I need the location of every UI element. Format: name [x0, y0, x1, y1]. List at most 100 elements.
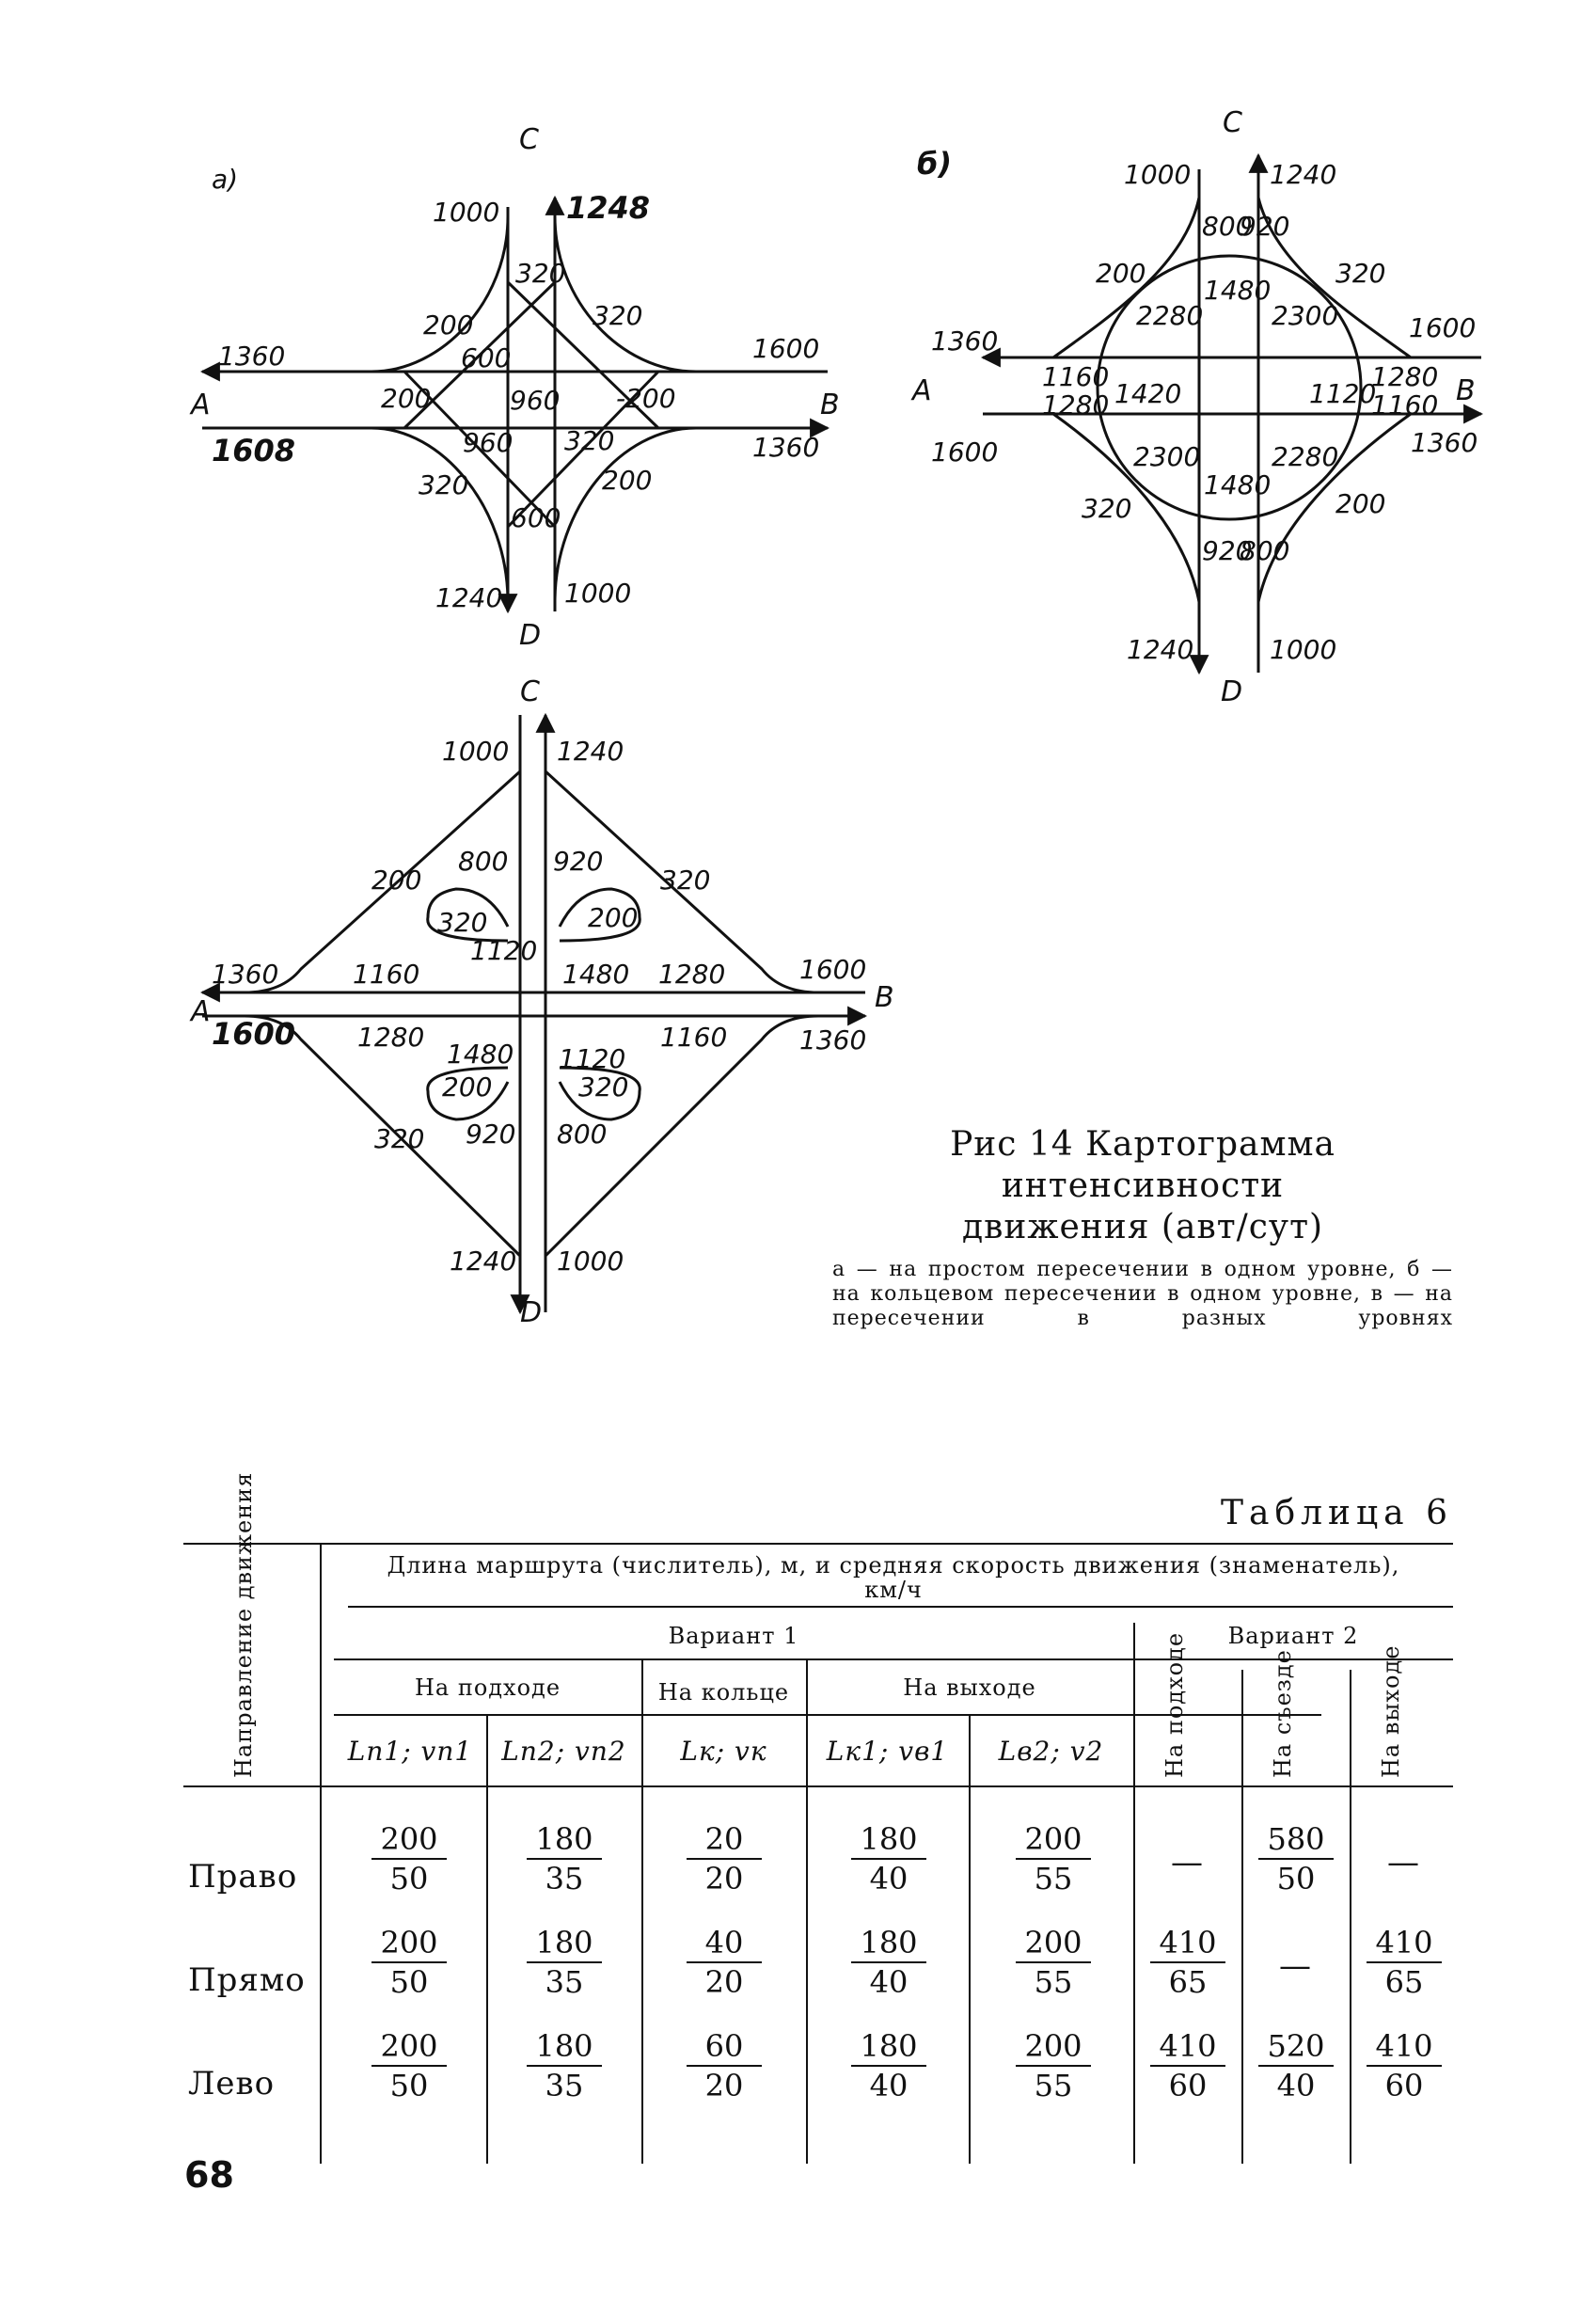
curve-a-sw: [371, 426, 510, 603]
curve-a-ne: [553, 215, 697, 373]
table-col-rule-3: [806, 1658, 808, 2164]
flow-b-920: 920: [1240, 211, 1289, 242]
row-label-straight: Прямо: [188, 1961, 306, 1999]
col-lv2: Lв2; v2: [998, 1736, 1104, 1767]
approach-header: На подходе: [414, 1674, 561, 1701]
flow-c-200: 200: [371, 865, 421, 896]
flow-b-1120: 1120: [1309, 378, 1376, 409]
curve-b-sw: [1052, 412, 1201, 603]
main-header-line-1: Длина маршрута (числитель), м, и средняя…: [387, 1552, 1400, 1579]
flow-a-960b: 960: [463, 427, 513, 458]
flow-b-200: 200: [1096, 258, 1146, 289]
diag-a-4: [506, 370, 660, 529]
flow-c-1160: 1160: [353, 959, 419, 990]
flow-b-1480b: 1480: [1204, 469, 1271, 500]
flow-a-w-in: 1608: [212, 433, 295, 468]
flow-c-1160r: 1160: [660, 1022, 727, 1053]
flow-a-320d: 320: [419, 469, 468, 500]
flow-c-200l: 200: [442, 1071, 492, 1103]
table-col-rule-2: [641, 1658, 643, 2164]
ramp-c-ne: [544, 770, 819, 994]
figure-caption: Рис 14 Картограмма интенсивности движени…: [832, 1124, 1453, 1356]
flow-b-1420: 1420: [1114, 378, 1181, 409]
ramp-c-nw: [244, 770, 522, 994]
page-number: 68: [184, 2154, 234, 2196]
ring-header: На кольце: [657, 1679, 790, 1706]
flow-b-2280: 2280: [1136, 300, 1203, 331]
curve-a-nw: [371, 215, 510, 373]
flow-c-800s: 800: [557, 1119, 607, 1150]
curve-b-nw: [1052, 197, 1201, 359]
flow-b-e-in: 1600: [1409, 312, 1476, 343]
node-c-west: A: [189, 995, 211, 1028]
flow-c-1280: 1280: [658, 959, 725, 990]
flow-c-320s: 320: [374, 1123, 424, 1154]
diagram-b-roads: [980, 152, 1484, 675]
cell-right-v2-approach: —: [1171, 1844, 1203, 1881]
caption-title-1: Рис 14 Картограмма интенсивности: [950, 1125, 1335, 1205]
diagram-c-roads: [199, 712, 868, 1315]
flow-a-w-out: 1360: [218, 341, 285, 372]
table-rule-main-header: [348, 1606, 1453, 1608]
flow-c-920s: 920: [466, 1119, 515, 1150]
table-title: Таблица 6: [1221, 1494, 1453, 1532]
col-v2-approach: На подходе: [1161, 1631, 1188, 1778]
caption-note: а — на простом пересечении в одном уровн…: [832, 1258, 1453, 1330]
ramp-c-sw: [244, 1014, 522, 1258]
node-b-north: C: [1223, 106, 1242, 139]
flow-c-s-in: 1000: [557, 1246, 624, 1277]
col-v2-exit: На выходе: [1378, 1644, 1404, 1778]
variant-1-header: Вариант 1: [668, 1623, 799, 1649]
flow-b-800s: 800: [1240, 535, 1289, 566]
node-a-west: A: [189, 389, 211, 421]
flow-c-200r: 200: [588, 902, 638, 933]
flow-c-1120: 1120: [470, 935, 537, 966]
fig-a-letter: a): [212, 164, 238, 195]
row-label-left: Лево: [188, 2065, 276, 2103]
col-lp2: Lп2; vп2: [501, 1736, 626, 1767]
flow-a-n-out: 1248: [566, 190, 650, 226]
flow-c-920: 920: [553, 846, 603, 877]
table-col-rule-6: [1241, 1670, 1243, 2164]
flow-a-200a: 200: [423, 309, 473, 341]
flow-a-200b: 200: [381, 383, 431, 414]
table-col-rule-0: [320, 1543, 322, 2164]
flow-c-n-out: 1240: [557, 736, 624, 767]
diagram-a-roads: [199, 195, 830, 614]
flow-b-1280e: 1280: [1371, 361, 1438, 392]
table-rule-variants: [334, 1658, 1453, 1660]
flow-b-n-out: 1240: [1270, 159, 1336, 190]
table-rule-sections: [334, 1714, 1321, 1716]
node-c-east: B: [875, 981, 894, 1014]
flow-c-320: 320: [660, 865, 710, 896]
flow-c-n-in: 1000: [442, 736, 509, 767]
table-col-rule-7: [1350, 1670, 1351, 2164]
fig-b-letter: б): [917, 146, 952, 182]
flow-c-1120r: 1120: [559, 1043, 625, 1074]
cell-straight-v2-ramp: —: [1279, 1947, 1311, 1985]
table-col-rule-1: [486, 1714, 488, 2164]
loop-c-ne: [558, 887, 641, 943]
flow-b-200s: 200: [1335, 488, 1385, 519]
flow-c-320l: 320: [437, 907, 487, 938]
flow-b-320s: 320: [1082, 493, 1131, 524]
node-b-east: B: [1456, 374, 1476, 407]
flow-b-s-in: 1000: [1270, 634, 1336, 665]
flow-c-w-out: 1360: [212, 959, 278, 990]
col-v2-exit-ramp: На съезде: [1270, 1649, 1296, 1778]
node-b-west: A: [910, 374, 932, 407]
curve-a-se: [553, 426, 697, 603]
